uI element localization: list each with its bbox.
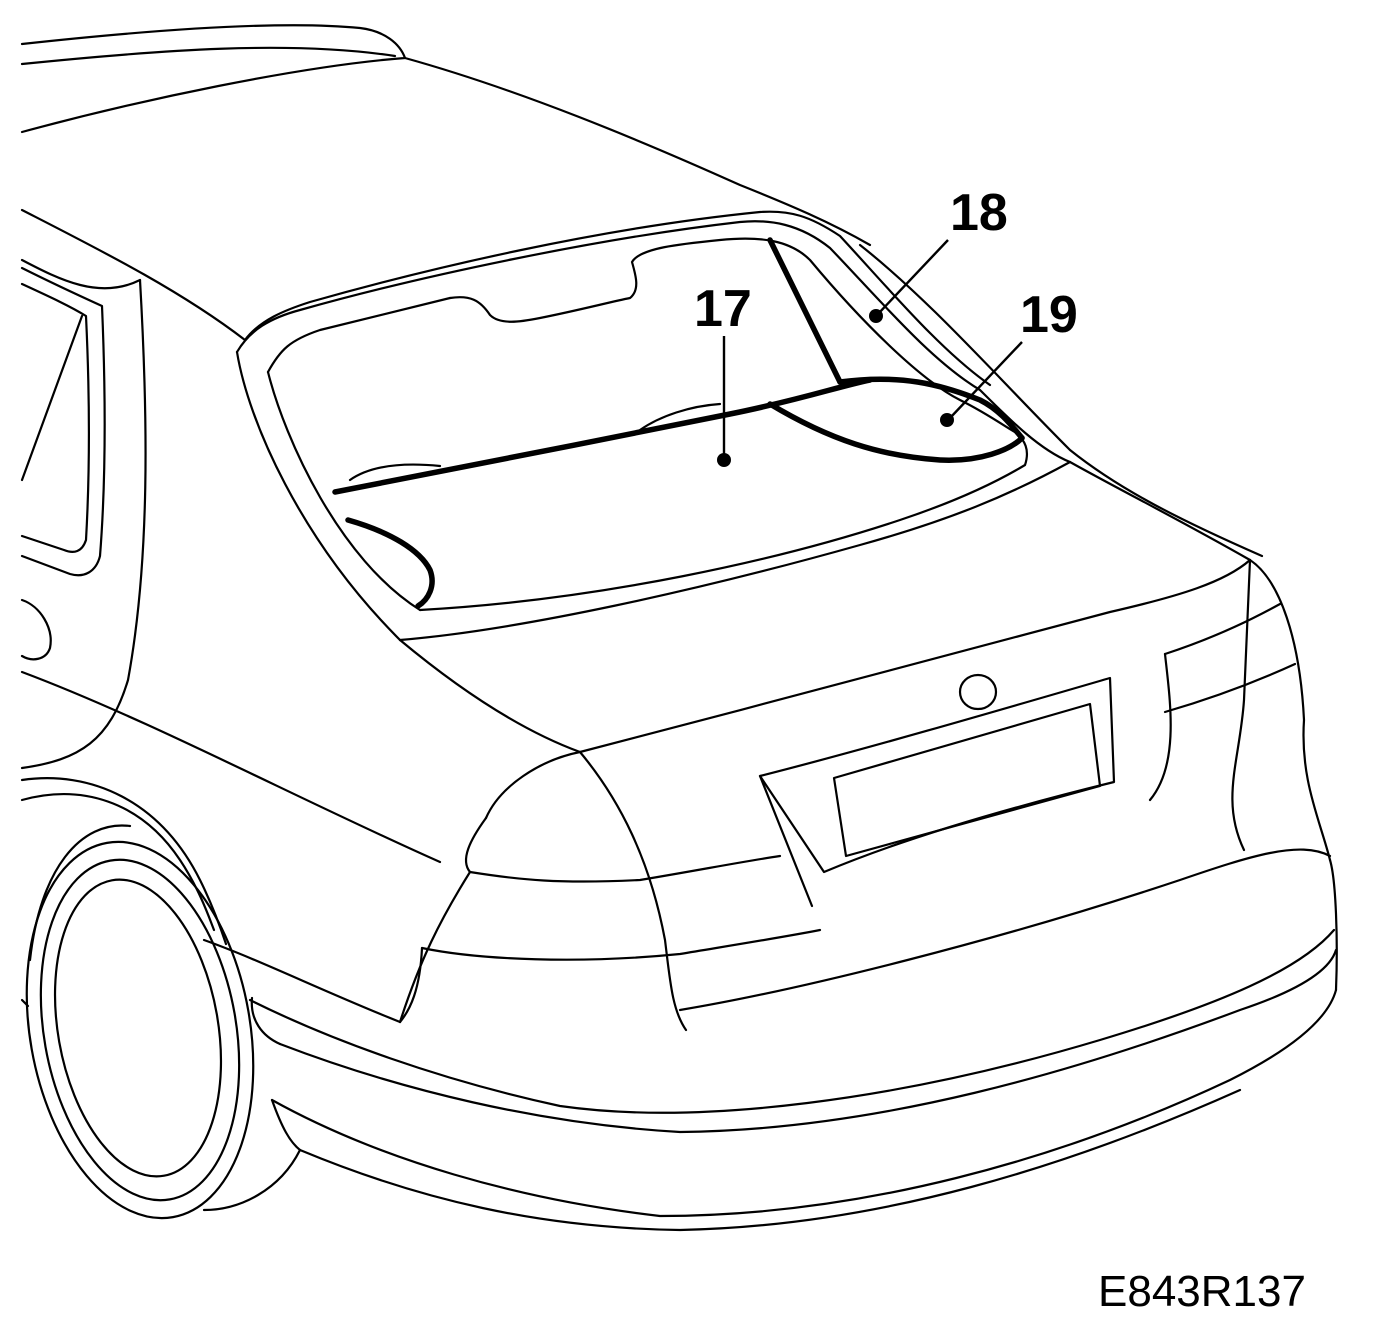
callout-17: 17 — [694, 280, 752, 467]
callout-18-label: 18 — [950, 184, 1008, 242]
rear-bumper — [202, 848, 1338, 1232]
callout-19: 19 — [940, 286, 1078, 427]
callout-19-dot — [940, 413, 954, 427]
side-body-outline — [20, 208, 442, 864]
figure-code: E843R137 — [1098, 1267, 1306, 1316]
rear-window-frame — [235, 210, 1072, 642]
callout-18: 18 — [869, 184, 1008, 323]
rear-wheel — [20, 777, 302, 1220]
roof-outline — [20, 24, 872, 247]
rear-glass — [348, 237, 1017, 482]
callout-19-leader — [949, 341, 1023, 419]
license-plate-recess — [758, 676, 1116, 908]
badge-emblem — [958, 673, 998, 711]
callout-19-label: 19 — [1020, 286, 1078, 344]
rear-side-window — [20, 266, 106, 661]
tail-light-right — [1148, 558, 1332, 862]
tail-light-left — [398, 816, 822, 1024]
callout-17-label: 17 — [694, 280, 752, 338]
callout-18-leader — [877, 239, 949, 315]
window-seal-strips — [332, 237, 1025, 609]
callout-18-dot — [869, 309, 883, 323]
callout-17-dot — [717, 453, 731, 467]
trunk-lid — [398, 243, 1264, 1032]
